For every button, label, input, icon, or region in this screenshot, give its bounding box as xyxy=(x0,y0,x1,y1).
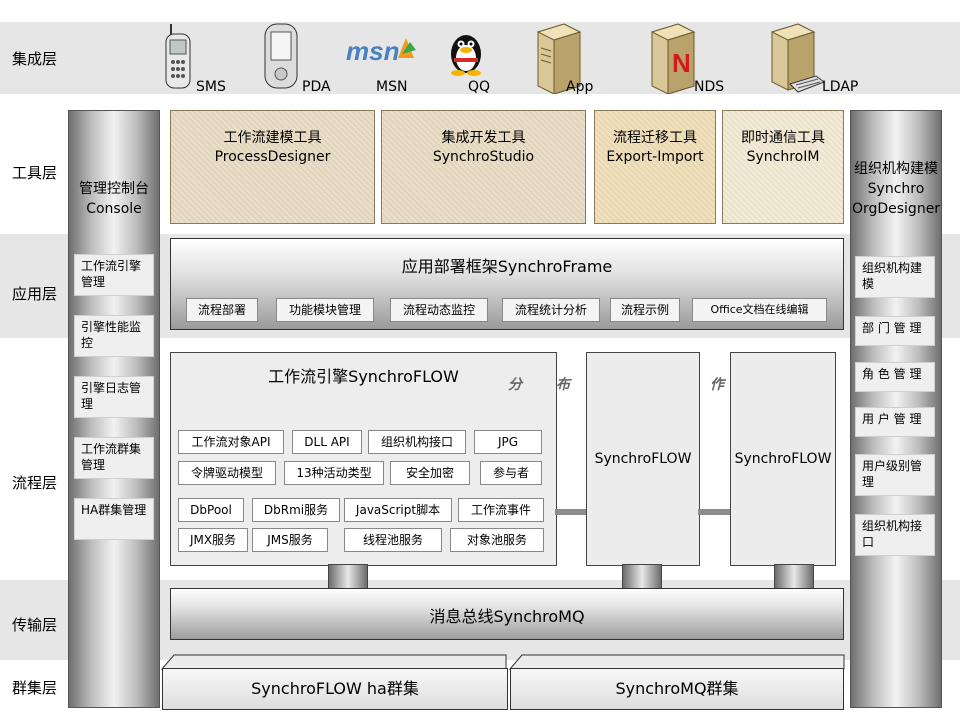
frame-item-statistics[interactable]: 流程统计分析 xyxy=(502,298,600,322)
org-item-department[interactable]: 部 门 管 理 xyxy=(855,316,935,346)
console-title-cn: 管理控制台 xyxy=(79,181,149,197)
node1-bus-connector xyxy=(622,564,662,590)
synchroflow-node-1-label: SynchroFLOW xyxy=(594,451,692,467)
engine-item-security[interactable]: 安全加密 xyxy=(390,461,470,485)
app-server-icon xyxy=(536,23,582,94)
tool-process-designer[interactable]: 工作流建模工具 ProcessDesigner xyxy=(170,110,375,224)
layer-process-label: 流程层 xyxy=(12,474,58,492)
engine-bus-connector xyxy=(328,564,368,590)
engine-item-thread-pool[interactable]: 线程池服务 xyxy=(344,528,442,552)
mobile-phone-icon xyxy=(165,24,191,89)
synchromq-cluster-label: SynchroMQ群集 xyxy=(615,679,739,698)
synchroflow-engine-title: 工作流引擎SynchroFLOW xyxy=(268,367,459,386)
distributed-char-2: 布 xyxy=(556,377,570,393)
synchroflow-ha-cluster-label: SynchroFLOW ha群集 xyxy=(251,679,419,698)
engine-item-jmx[interactable]: JMX服务 xyxy=(178,528,248,552)
tool-export-import-en: Export-Import xyxy=(606,149,704,165)
org-title-cn: 组织机构建模 xyxy=(854,161,938,177)
org-item-user[interactable]: 用 户 管 理 xyxy=(855,407,935,437)
frame-item-process-sample[interactable]: 流程示例 xyxy=(610,298,680,322)
org-title-en2: OrgDesigner xyxy=(851,201,941,217)
frame-item-process-deploy[interactable]: 流程部署 xyxy=(186,298,258,322)
console-item-engine-manage[interactable]: 工作流引擎管理 xyxy=(74,254,154,296)
pda-label: PDA xyxy=(302,79,331,95)
frame-item-module-manage[interactable]: 功能模块管理 xyxy=(276,298,374,322)
org-item-interface[interactable]: 组织机构接口 xyxy=(855,514,935,556)
engine-item-events[interactable]: 工作流事件 xyxy=(458,498,544,522)
engine-item-object-api[interactable]: 工作流对象API xyxy=(178,430,284,454)
synchroflow-ha-cluster[interactable]: SynchroFLOW ha群集 xyxy=(162,668,508,710)
synchro-frame-title: 应用部署框架SynchroFrame xyxy=(401,257,613,276)
engine-item-object-pool[interactable]: 对象池服务 xyxy=(450,528,544,552)
nds-server-icon xyxy=(650,23,696,94)
ldap-label: LDAP xyxy=(822,79,859,95)
engine-item-org-interface[interactable]: 组织机构接口 xyxy=(368,430,466,454)
layer-tools-label: 工具层 xyxy=(12,164,58,182)
frame-item-office-online[interactable]: Office文档在线编辑 xyxy=(692,298,827,322)
synchroflow-node-2[interactable]: SynchroFLOW xyxy=(730,352,836,566)
nds-logo: N xyxy=(672,48,691,78)
console-item-ha-cluster[interactable]: HA群集管理 xyxy=(74,498,154,540)
tool-export-import-cn: 流程迁移工具 xyxy=(613,130,697,146)
tool-synchro-studio-cn: 集成开发工具 xyxy=(441,130,526,146)
layer-transport-label: 传输层 xyxy=(12,616,58,634)
app-label: App xyxy=(566,79,594,95)
engine-item-jms[interactable]: JMS服务 xyxy=(252,528,328,552)
tool-export-import[interactable]: 流程迁移工具 Export-Import xyxy=(594,110,716,224)
sms-label: SMS xyxy=(196,79,226,95)
distributed-char-5: 作 xyxy=(710,377,724,393)
tool-process-designer-en: ProcessDesigner xyxy=(214,149,331,165)
engine-item-jpg[interactable]: JPG xyxy=(474,430,542,454)
node-link-2 xyxy=(698,509,730,515)
engine-item-participant[interactable]: 参与者 xyxy=(480,461,542,485)
msn-logo-icon: msn xyxy=(346,36,422,70)
tool-synchro-studio-en: SynchroStudio xyxy=(432,149,535,165)
message-bus-label: 消息总线SynchroMQ xyxy=(429,607,585,626)
layer-application-label: 应用层 xyxy=(12,285,58,303)
nds-label: NDS xyxy=(694,79,725,95)
tool-synchro-im-cn: 即时通信工具 xyxy=(741,130,825,146)
console-item-engine-log[interactable]: 引擎日志管理 xyxy=(74,376,154,418)
synchroflow-node-2-label: SynchroFLOW xyxy=(734,451,832,467)
msn-label: MSN xyxy=(376,79,408,95)
ldap-server-icon xyxy=(770,23,826,93)
org-title: 组织机构建模 Synchro OrgDesigner xyxy=(847,159,945,219)
org-item-modeling[interactable]: 组织机构建模 xyxy=(855,256,935,298)
tool-synchro-studio[interactable]: 集成开发工具 SynchroStudio xyxy=(381,110,586,224)
tool-process-designer-cn: 工作流建模工具 xyxy=(223,130,322,146)
org-item-user-level[interactable]: 用户级别管理 xyxy=(855,454,935,496)
engine-item-token-model[interactable]: 令牌驱动模型 xyxy=(178,461,276,485)
engine-item-dbpool[interactable]: DbPool xyxy=(178,498,244,522)
node2-bus-connector xyxy=(774,564,814,590)
cluster-top-faces xyxy=(160,654,845,670)
console-item-engine-perf[interactable]: 引擎性能监控 xyxy=(74,315,154,357)
org-item-role[interactable]: 角 色 管 理 xyxy=(855,362,935,392)
tool-synchro-im-en: SynchroIM xyxy=(746,149,820,165)
synchroflow-node-1[interactable]: SynchroFLOW xyxy=(586,352,700,566)
message-bus[interactable]: 消息总线SynchroMQ xyxy=(170,588,844,640)
qq-label: QQ xyxy=(468,79,491,95)
node-link-1 xyxy=(555,509,586,515)
org-title-en1: Synchro xyxy=(867,181,925,197)
engine-item-dbrmi[interactable]: DbRmi服务 xyxy=(252,498,340,522)
engine-item-activity-types[interactable]: 13种活动类型 xyxy=(284,461,384,485)
frame-item-dynamic-monitor[interactable]: 流程动态监控 xyxy=(390,298,488,322)
pda-icon xyxy=(264,23,298,89)
engine-item-javascript[interactable]: JavaScript脚本 xyxy=(344,498,452,522)
console-title: 管理控制台 Console xyxy=(69,179,159,219)
qq-penguin-icon xyxy=(451,35,481,76)
console-item-cluster-manage[interactable]: 工作流群集管理 xyxy=(74,437,154,479)
msn-logo-text: msn xyxy=(346,36,400,66)
layer-cluster-label: 群集层 xyxy=(12,679,58,697)
synchromq-cluster[interactable]: SynchroMQ群集 xyxy=(510,668,844,710)
tool-synchro-im[interactable]: 即时通信工具 SynchroIM xyxy=(722,110,844,224)
console-title-en: Console xyxy=(86,201,142,217)
distributed-char-1: 分 xyxy=(508,377,522,393)
layer-integration-label: 集成层 xyxy=(12,50,58,68)
engine-item-dll-api[interactable]: DLL API xyxy=(292,430,362,454)
